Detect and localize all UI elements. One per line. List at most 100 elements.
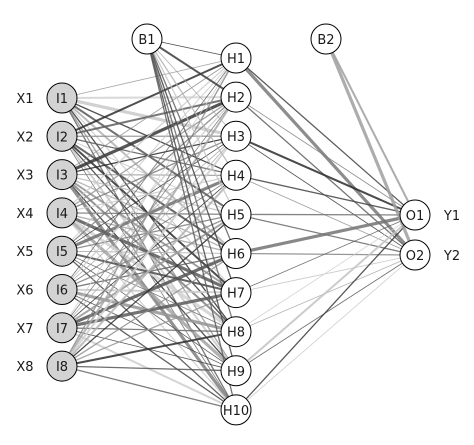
connection-b2-o1	[325, 38, 416, 216]
connection-b1-h4	[146, 38, 237, 176]
output-node-label: O1	[406, 209, 425, 224]
connection-i8-h6	[61, 252, 237, 367]
connection-i8-h2	[61, 96, 237, 367]
input-node-label: I2	[56, 130, 68, 145]
hidden-node-h1: H1	[220, 42, 252, 74]
output-variable-label: Y2	[443, 249, 460, 264]
connection-i6-h1	[61, 57, 237, 290]
input-node-circle	[46, 120, 78, 152]
input-variable-label: X3	[16, 169, 33, 184]
connection-i2-h1	[61, 57, 237, 138]
input-node-i1: I1 X1	[16, 82, 78, 114]
input-node-label: I7	[56, 322, 68, 337]
hidden-node-label: H2	[227, 91, 245, 106]
bias-node-circle	[131, 23, 163, 55]
connection-i5-h1	[61, 57, 237, 252]
output-node-o2: O2 Y2	[399, 239, 460, 271]
output-node-o1: O1 Y1	[399, 199, 460, 231]
input-node-circle	[46, 197, 78, 229]
connection-i7-h1	[61, 57, 237, 329]
hidden-node-circle	[220, 277, 252, 309]
connection-b1-h9	[146, 38, 237, 371]
input-variable-label: X6	[16, 284, 33, 299]
hidden-node-h10: H10	[220, 394, 252, 426]
hidden-node-label: H5	[227, 208, 245, 223]
connection-i1-h1	[61, 57, 237, 99]
connection-i8-h9	[61, 365, 237, 372]
hidden-node-circle	[220, 120, 252, 152]
connection-h10-o2	[235, 254, 416, 411]
hidden-node-label: H1	[227, 52, 245, 67]
connection-h4-o1	[235, 174, 416, 216]
hidden-node-label: H3	[227, 130, 245, 145]
hidden-node-label: H4	[227, 169, 245, 184]
input-node-i4: I4 X4	[16, 197, 78, 229]
output-variable-label: Y1	[443, 209, 460, 224]
connection-b1-h10	[146, 38, 237, 411]
connection-i8-h7	[61, 292, 237, 367]
connection-h10-o1	[235, 214, 416, 411]
input-variable-label: X7	[16, 322, 33, 337]
input-node-circle	[46, 159, 78, 191]
input-variable-label: X4	[16, 207, 33, 222]
connection-h6-o1	[235, 213, 416, 256]
hidden-node-h5: H5	[220, 198, 252, 230]
hidden-node-h7: H7	[220, 277, 252, 309]
output-node-label: O2	[406, 249, 425, 264]
bias-node-label: B2	[317, 33, 334, 48]
input-node-label: I6	[56, 284, 68, 299]
connection-h3-o1	[235, 135, 416, 216]
connection-h9-o1	[235, 214, 416, 372]
hidden-node-label: H7	[227, 287, 245, 302]
connection-i2-h5	[61, 135, 237, 215]
bias-node-b2: B2	[310, 23, 342, 55]
connection-h5-o1	[235, 213, 416, 216]
hidden-node-circle	[220, 42, 252, 74]
hidden-node-label: H6	[227, 248, 245, 263]
input-node-i7: I7 X7	[16, 312, 78, 344]
input-node-i6: I6 X6	[16, 274, 78, 305]
input-node-label: I4	[56, 207, 68, 222]
input-node-label: I8	[56, 360, 68, 375]
input-node-label: I1	[56, 92, 68, 107]
output-node-circle	[399, 239, 431, 271]
connection-b1-h3	[146, 38, 237, 137]
connection-h2-o1	[235, 96, 416, 216]
hidden-node-circle	[220, 81, 252, 113]
input-node-circle	[46, 274, 78, 305]
hidden-node-h9: H9	[220, 355, 252, 387]
input-node-circle	[46, 312, 78, 344]
connection-h1-o1	[235, 57, 416, 216]
output-node-circle	[399, 199, 431, 231]
hidden-node-circle	[220, 316, 252, 348]
hidden-node-h6: H6	[220, 238, 252, 269]
connection-i8-h5	[61, 213, 237, 367]
connection-b1-h2	[146, 38, 237, 98]
connections-layer	[60, 38, 417, 411]
hidden-node-circle	[220, 198, 252, 230]
connection-i8-h4	[61, 174, 237, 367]
hidden-node-label: H8	[227, 326, 245, 341]
connection-i8-h8	[61, 330, 237, 368]
hidden-node-h8: H8	[220, 316, 252, 348]
hidden-node-circle	[220, 394, 252, 426]
connection-h7-o1	[235, 214, 416, 293]
connection-i8-h10	[61, 365, 237, 411]
hidden-node-h2: H2	[220, 81, 252, 113]
connection-i8-h3	[61, 135, 237, 367]
hidden-node-h4: H4	[220, 159, 252, 191]
bias-node-circle	[310, 23, 342, 55]
input-variable-label: X8	[16, 360, 33, 375]
hidden-node-circle	[220, 355, 252, 387]
connection-i8-h1	[61, 57, 237, 367]
hidden-node-h3: H3	[220, 120, 252, 152]
bias-node-label: B1	[138, 33, 155, 48]
input-variable-label: X1	[16, 92, 33, 107]
connection-b1-h5	[146, 38, 237, 215]
connection-b1-h8	[146, 38, 237, 332]
hidden-node-circle	[220, 238, 252, 269]
